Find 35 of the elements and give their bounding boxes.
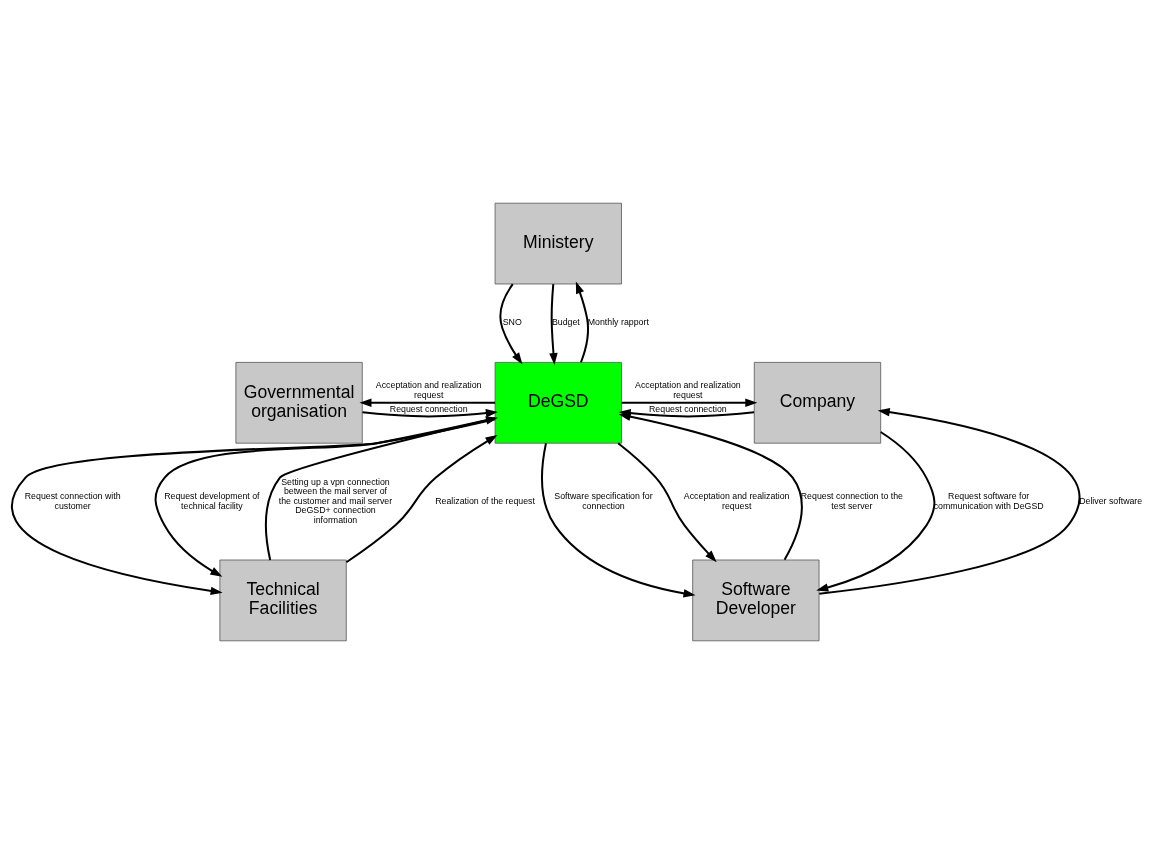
arrow: [816, 431, 936, 592]
node-box: Governmental organisation: [235, 362, 363, 444]
edge-label: Request connection: [389, 404, 468, 415]
edge-label: Acceptation and realization request: [635, 380, 741, 400]
arrow: [345, 435, 498, 564]
arrow: [359, 398, 497, 407]
arrow: [499, 283, 523, 365]
edge-label: Request connection with customer: [24, 491, 121, 511]
node-box: Ministery: [494, 202, 622, 285]
arrow: [361, 409, 498, 418]
edge-label: Monthly rapport: [587, 317, 649, 328]
arrow: [549, 283, 558, 366]
edge-label: Request connection to the test server: [800, 491, 903, 511]
arrow: [264, 416, 498, 561]
arrow: [617, 442, 717, 563]
node-box: Software Developer: [692, 559, 820, 642]
arrow: [818, 407, 1081, 595]
edge-label: Request connection: [648, 404, 727, 415]
edge-label: Realization of the request: [435, 495, 535, 506]
node-box: Company: [753, 362, 882, 444]
edge-label: Setting up a vpn connection between the mail server of the customer and mail server DeGSD+ connection information: [278, 476, 393, 526]
arrow: [618, 412, 803, 561]
arrow: [10, 418, 496, 596]
node-box: DeGSD: [494, 362, 622, 444]
arrow: [575, 281, 590, 364]
edge-label: Request development of technical facility: [164, 491, 260, 511]
edge-label: SNO: [502, 317, 522, 328]
arrow: [154, 417, 496, 577]
edge-label: Acceptation and realization request: [683, 491, 790, 511]
arrow: [541, 442, 696, 598]
edge-label: Software specification for connection: [554, 491, 653, 511]
node-box: Technical Facilities: [219, 559, 347, 642]
edge-label: Acceptation and realization request: [375, 380, 482, 400]
arrow: [620, 398, 758, 407]
edge-label: Deliver software: [1079, 495, 1143, 506]
